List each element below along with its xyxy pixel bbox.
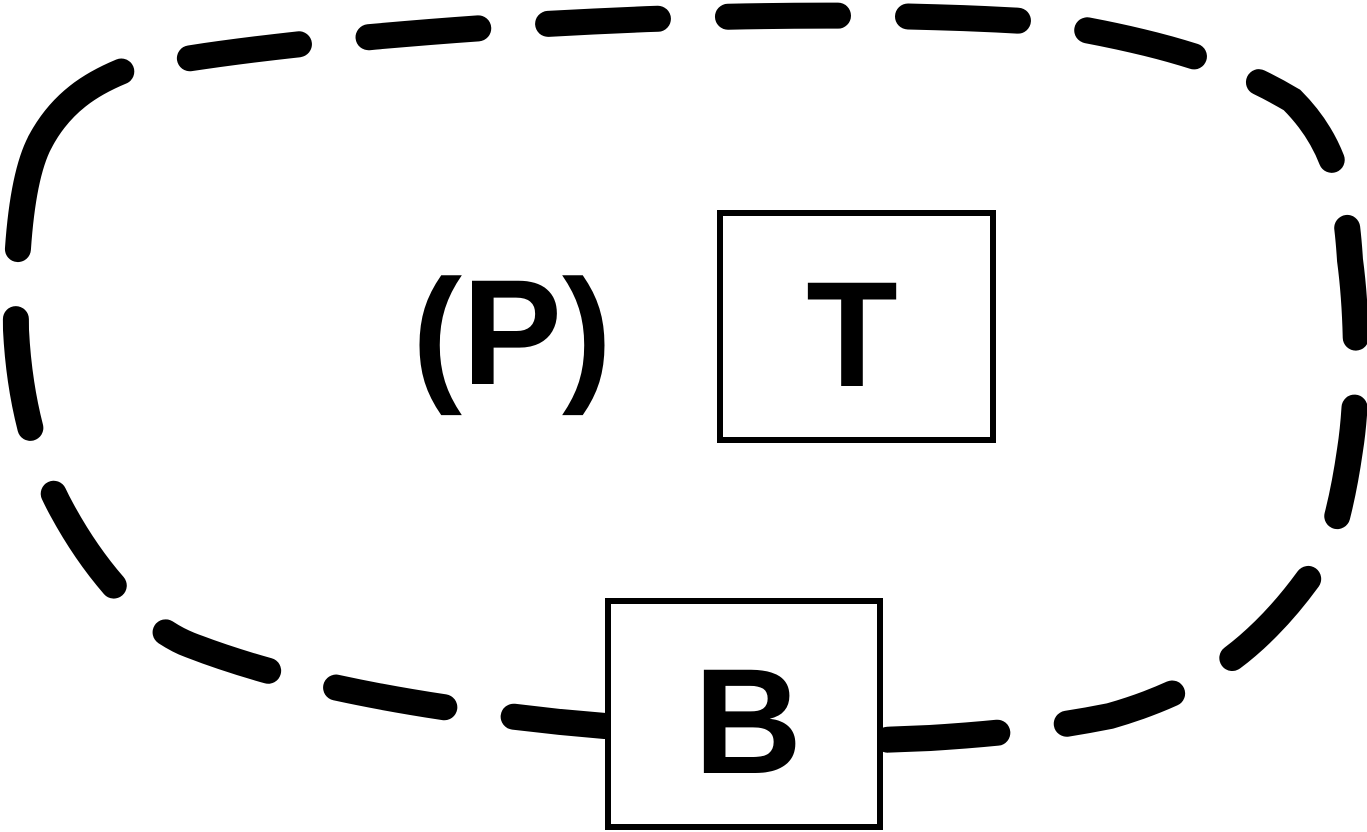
bottom-box-label: B [694, 637, 802, 805]
top-box-label: T [806, 250, 898, 418]
dashed-boundary-loop-left [2, 129, 618, 739]
top-box [717, 210, 996, 443]
boundary-label-p: (P) [412, 248, 612, 416]
dashed-boundary-loop [27, 2, 1367, 753]
bottom-box [605, 598, 883, 830]
